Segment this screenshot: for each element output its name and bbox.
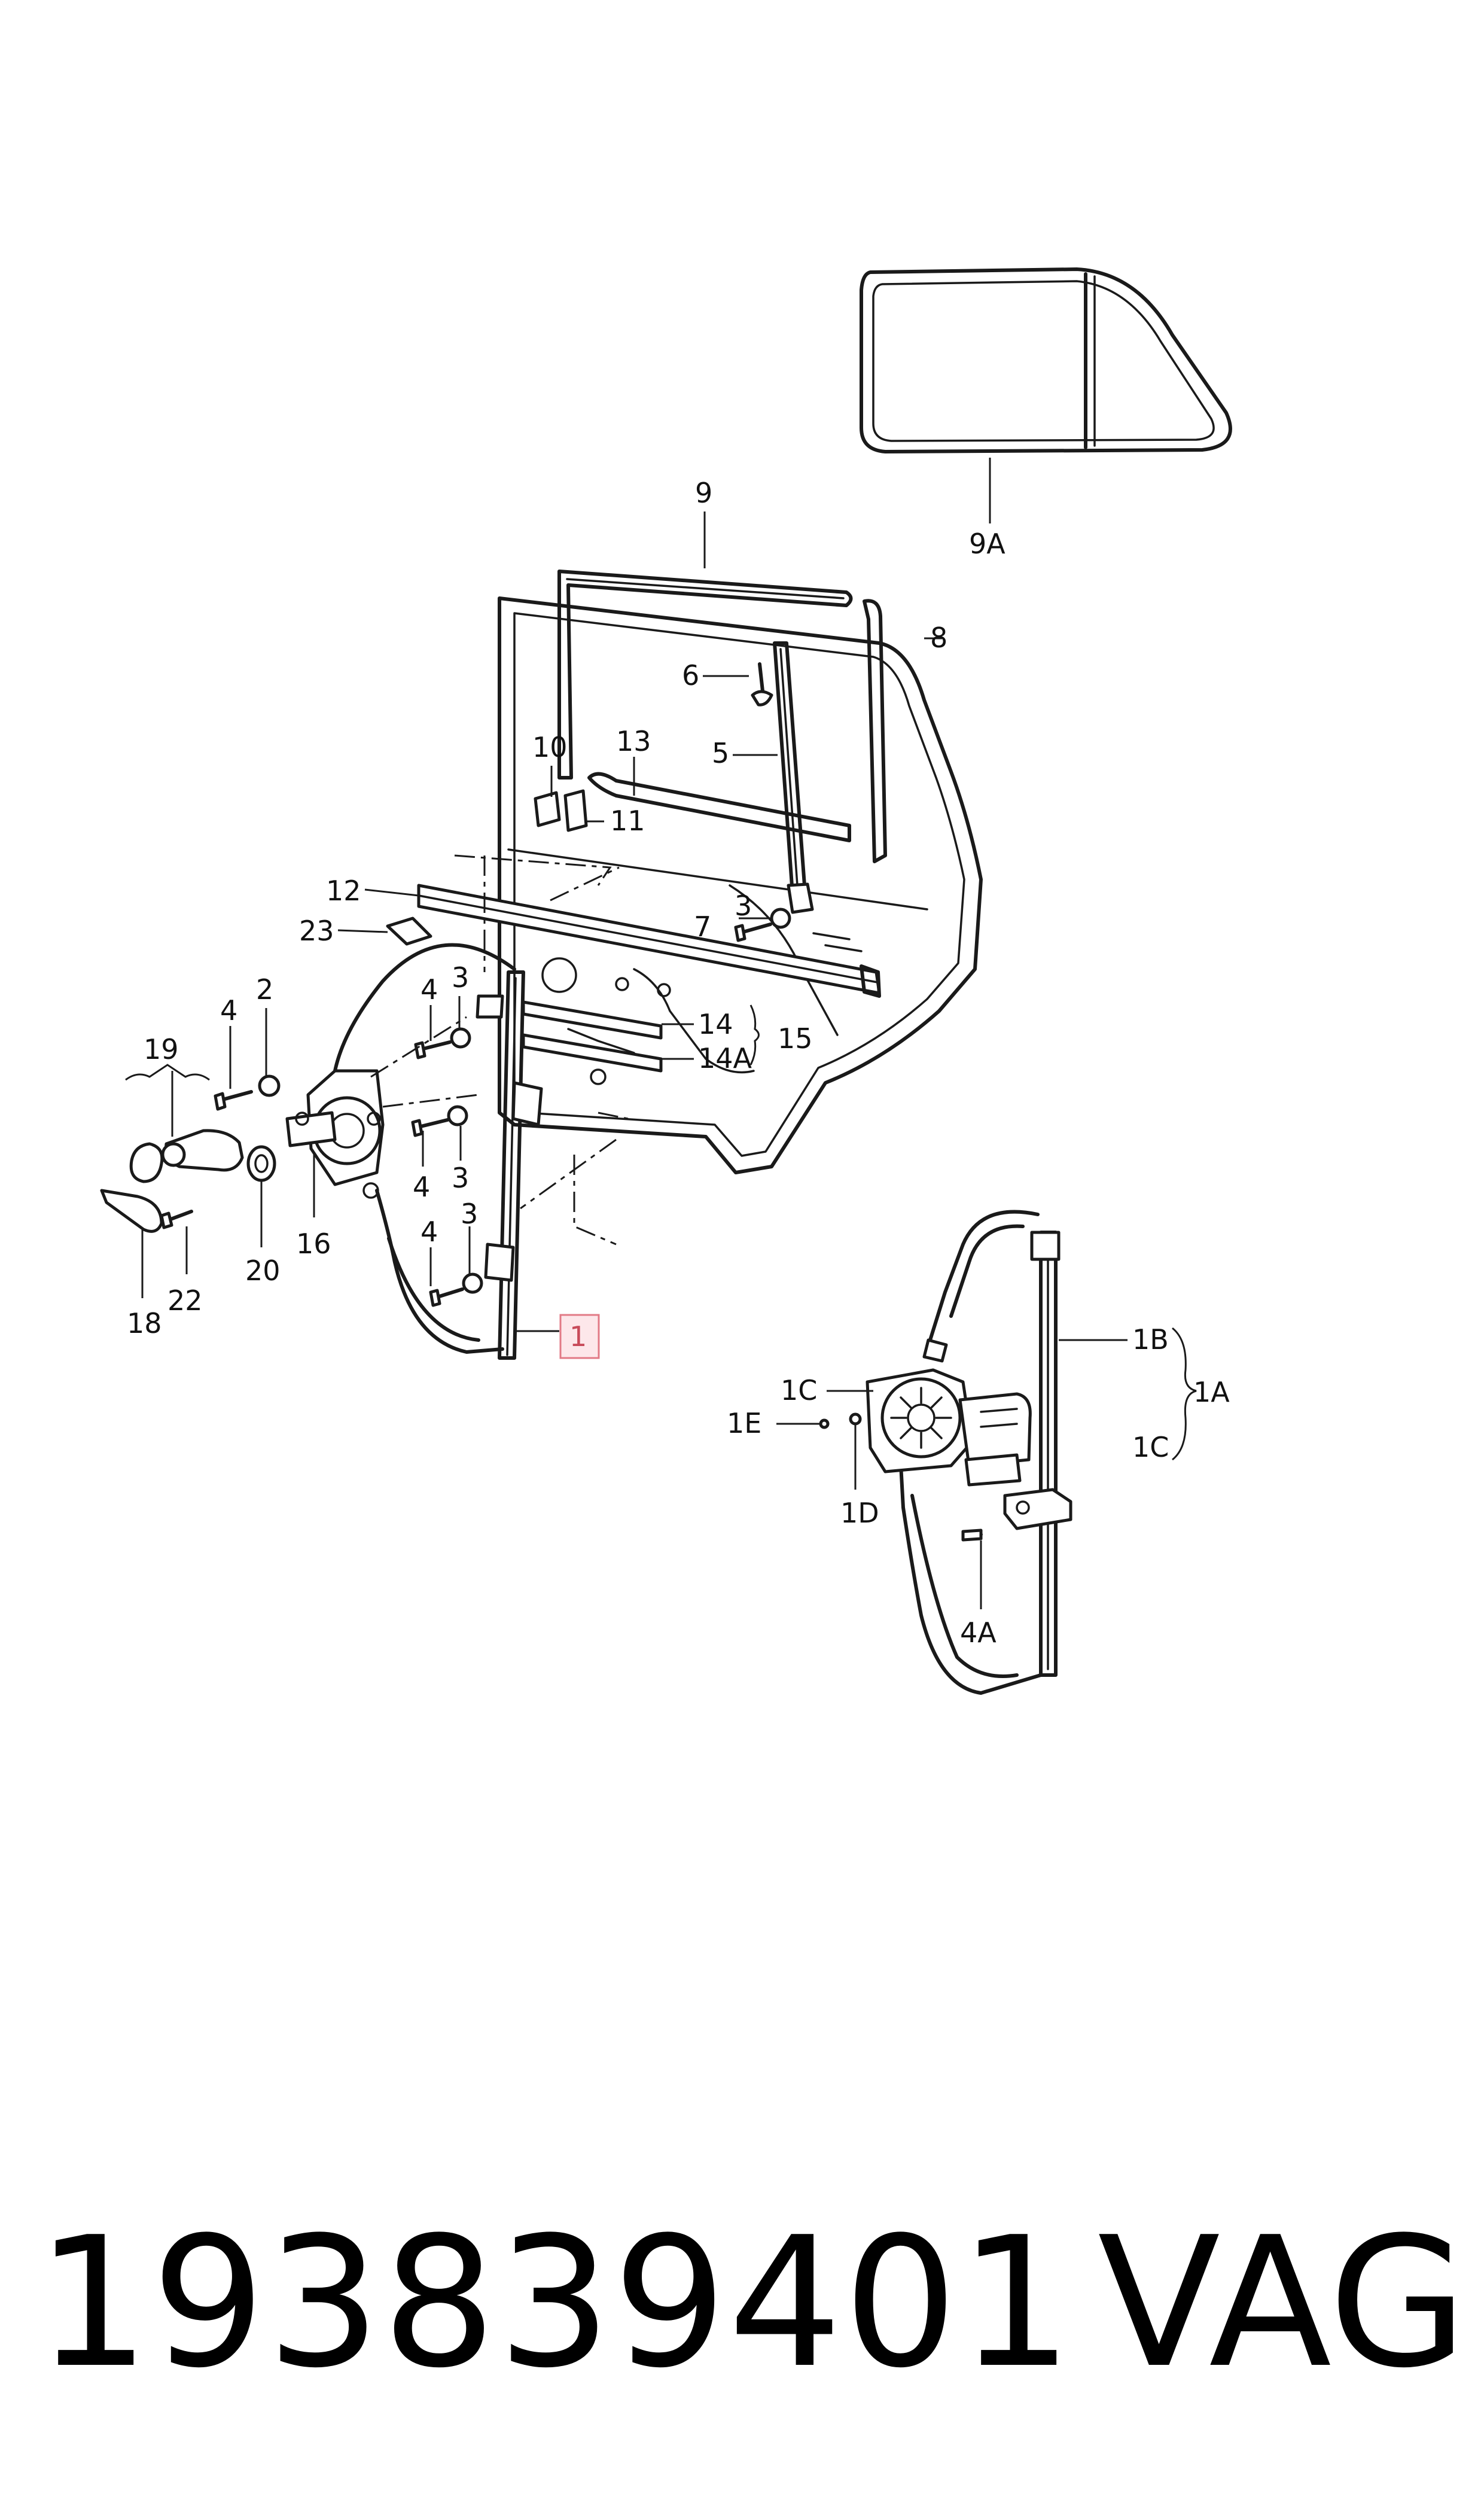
callout-9[interactable]: 9 — [695, 477, 712, 509]
callout-6[interactable]: 6 — [682, 659, 699, 692]
callout-5[interactable]: 5 — [712, 737, 729, 769]
part-fasteners — [214, 908, 791, 1307]
part-screw-6 — [751, 662, 773, 707]
callout-1c-bracket[interactable]: 1C — [1132, 1431, 1169, 1463]
brand-name: VAG — [1098, 2199, 1468, 2407]
callout-12[interactable]: 12 — [326, 875, 361, 907]
callout-4c[interactable]: 4 — [413, 1171, 430, 1203]
callout-4d[interactable]: 4 — [420, 1216, 438, 1248]
part-door-body — [498, 596, 983, 1174]
leader-lines — [141, 458, 1128, 1609]
callout-19[interactable]: 19 — [144, 1033, 179, 1065]
callout-7[interactable]: 7 — [694, 911, 711, 943]
part-clips — [534, 789, 588, 832]
callout-4a-bracket-screw[interactable]: 4A — [960, 1616, 997, 1649]
callout-3c[interactable]: 3 — [461, 1198, 478, 1230]
callout-10[interactable]: 10 — [532, 731, 568, 763]
callout-1b[interactable]: 1B — [1132, 1323, 1169, 1356]
callout-3d[interactable]: 3 — [735, 890, 752, 922]
group-brackets — [125, 1004, 1197, 1461]
callout-18[interactable]: 18 — [127, 1307, 162, 1339]
callout-1e[interactable]: 1E — [727, 1407, 761, 1439]
callout-9a[interactable]: 9A — [969, 528, 1005, 560]
part-outer-window-strip — [417, 884, 881, 998]
callout-23[interactable]: 23 — [299, 915, 334, 947]
callout-16[interactable]: 16 — [296, 1228, 331, 1260]
callout-1[interactable]: 1 — [569, 1320, 587, 1353]
callout-3b[interactable]: 3 — [452, 1162, 469, 1194]
callout-1d[interactable]: 1D — [840, 1497, 879, 1529]
part-electric-regulator — [819, 1210, 1072, 1695]
part-seal-strips — [522, 1000, 663, 1073]
callout-13[interactable]: 13 — [616, 725, 651, 757]
callout-1-highlight — [559, 1314, 600, 1359]
callout-11[interactable]: 11 — [610, 805, 645, 837]
callout-2[interactable]: 2 — [256, 973, 273, 1006]
callout-8[interactable]: 8 — [930, 622, 947, 654]
callout-3a[interactable]: 3 — [452, 961, 469, 994]
part-clip-23 — [386, 917, 432, 946]
assembly-dash-lines — [370, 854, 629, 1246]
callout-22[interactable]: 22 — [167, 1284, 203, 1317]
exploded-parts-diagram: 1 1A 1B 1C 1C 1D 1E 2 3 3 3 3 4 4 4 4 4A… — [100, 267, 1232, 1695]
callout-labels: 1 1A 1B 1C 1C 1D 1E 2 3 3 3 3 4 4 4 4 4A… — [127, 477, 1230, 1649]
part-window-handle — [100, 1129, 276, 1233]
part-window-regulator — [285, 943, 543, 1360]
callout-1c-motor[interactable]: 1C — [781, 1374, 817, 1406]
part-number: 193839401 — [36, 2199, 1074, 2407]
part-guide-channel — [773, 641, 814, 914]
callout-20[interactable]: 20 — [245, 1255, 281, 1287]
callout-4a[interactable]: 4 — [220, 994, 237, 1027]
callout-15[interactable]: 15 — [778, 1022, 813, 1055]
part-window-glass — [860, 267, 1232, 453]
part-frame-seal — [557, 570, 853, 780]
part-inner-seal-strip — [587, 772, 851, 842]
callout-14a[interactable]: 14A — [698, 1042, 752, 1074]
callout-14[interactable]: 14 — [698, 1008, 733, 1040]
callout-1a[interactable]: 1A — [1193, 1376, 1230, 1408]
callout-4b[interactable]: 4 — [420, 973, 438, 1006]
